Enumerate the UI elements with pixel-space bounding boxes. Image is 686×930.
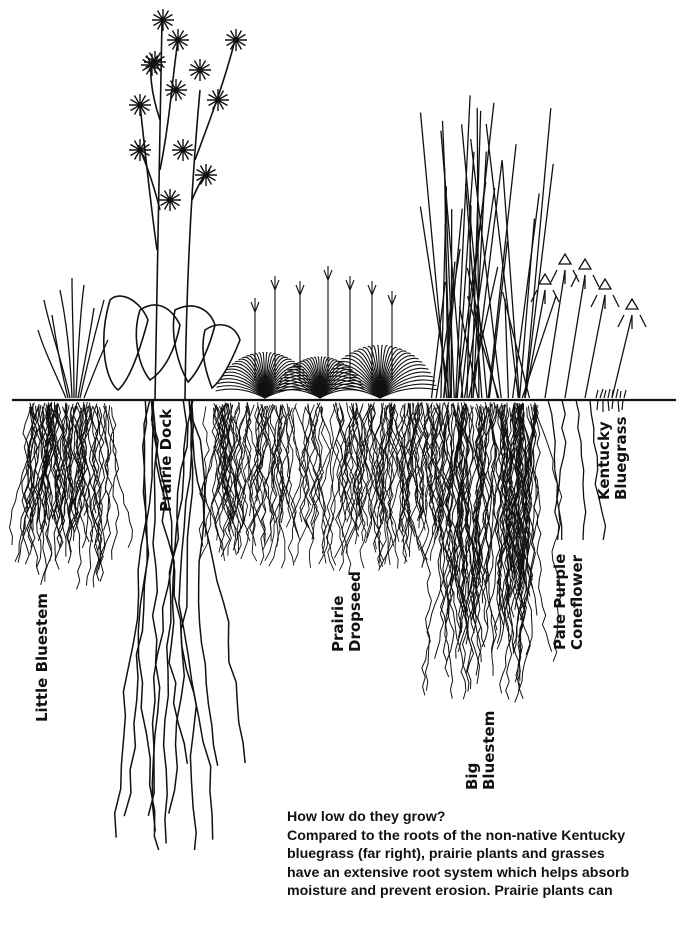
flower-head [144, 51, 166, 73]
flower-head [159, 189, 181, 211]
flower-head [172, 139, 194, 161]
big-bluestem-plant [420, 95, 556, 398]
little-bluestem-plant [38, 278, 108, 398]
caption: How low do they grow? Compared to the ro… [287, 808, 683, 901]
flower-head [167, 29, 189, 51]
taproot [124, 400, 147, 816]
flower-stem [565, 275, 585, 398]
flower-head [195, 164, 217, 186]
flower-head [189, 59, 211, 81]
little-bluestem-roots [10, 402, 133, 590]
prairie-dock-roots [115, 400, 245, 850]
flower-stem [585, 295, 605, 398]
label-prairie-dock: Prairie Dock [158, 409, 175, 512]
pale-purple-coneflower-plant [525, 254, 646, 398]
cone-flower-head [618, 299, 646, 329]
caption-heading: How low do they grow? [287, 808, 683, 827]
prairie-dropseed-plant [216, 266, 438, 398]
prairie-dock-plant [104, 20, 240, 400]
label-little-bluestem: Little Bluestem [34, 593, 51, 722]
flower-head [129, 94, 151, 116]
flower-head [152, 9, 174, 31]
prairie-dock-flowers [129, 9, 247, 211]
label-kentucky-bluegrass: Kentucky Bluegrass [596, 416, 631, 500]
caption-line: bluegrass (far right), prairie plants an… [287, 845, 683, 864]
cone-flower-head [591, 279, 619, 309]
caption-line: have an extensive root system which help… [287, 864, 683, 883]
grass-blade [525, 108, 551, 398]
flower-stem [525, 290, 545, 398]
root-strand [306, 402, 336, 538]
grass-blade [513, 194, 540, 399]
caption-line: Compared to the roots of the non-native … [287, 827, 683, 846]
prairie-dropseed-roots [199, 402, 451, 573]
root-strand [291, 403, 301, 540]
taproot [576, 400, 586, 540]
flower-head [129, 139, 151, 161]
flower-head [207, 89, 229, 111]
label-big-bluestem: Big Bluestem [464, 711, 499, 790]
caption-line: moisture and prevent erosion. Prairie pl… [287, 882, 683, 901]
taproot [138, 400, 158, 850]
flower-head [225, 29, 247, 51]
flower-stem [612, 315, 632, 398]
big-bluestem-roots [422, 402, 562, 702]
flower-stem [545, 270, 565, 398]
label-prairie-dropseed: Prairie Dropseed [330, 571, 365, 652]
label-pale-purple-coneflower: Pale Purple Coneflower [552, 554, 587, 650]
flower-head [165, 79, 187, 101]
root-strand [274, 408, 292, 528]
root-strand [258, 402, 272, 513]
